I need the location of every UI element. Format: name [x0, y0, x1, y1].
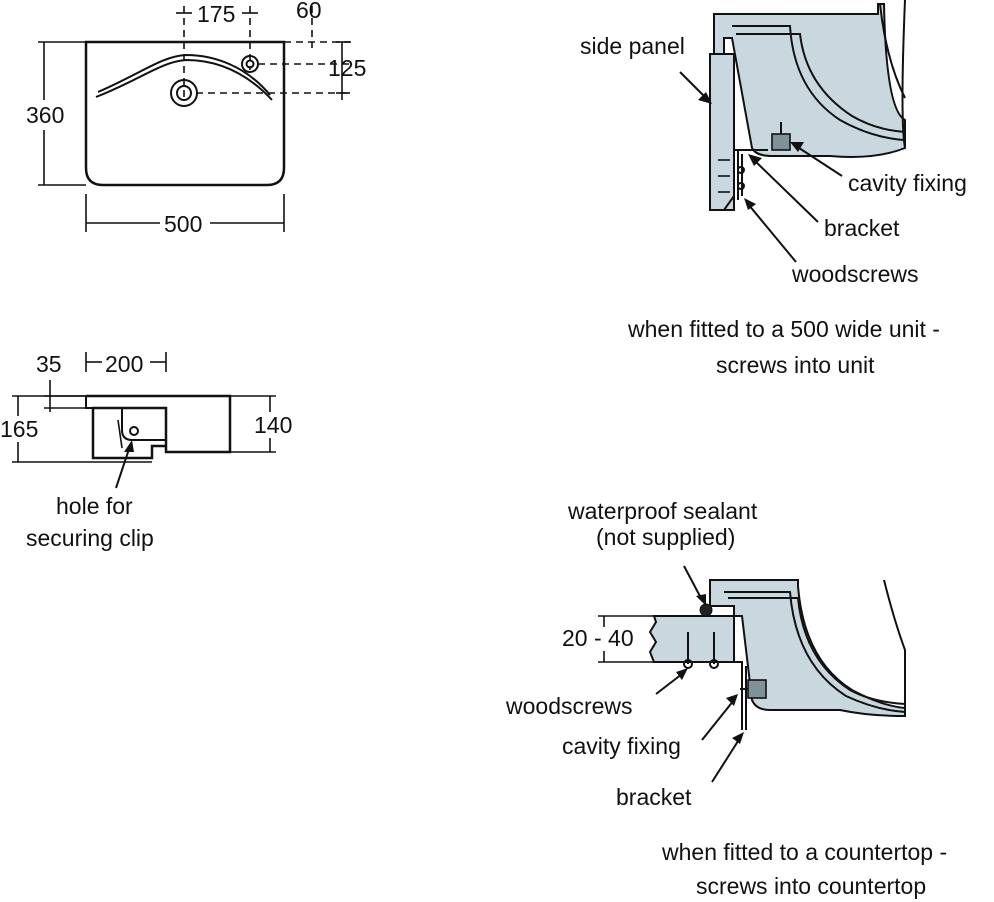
leader-woodscrews: [655, 673, 683, 695]
woodscrews-label: woodscrews: [791, 261, 919, 287]
sealant-label-line2: (not supplied): [596, 524, 735, 550]
dim-setback-label: 35: [36, 351, 62, 377]
side-panel: [709, 53, 735, 211]
leader-cavity-fixing: [701, 699, 735, 741]
sealant-label-line1: waterproof sealant: [567, 498, 758, 524]
countertop-block: [648, 615, 735, 663]
outer-curve-countertop: [883, 579, 906, 708]
arrowhead: [744, 198, 756, 210]
side-view: 35 200 165 140 hole for securing clip: [0, 351, 298, 551]
leader-side-panel: [679, 71, 707, 99]
bracket-countertop: [734, 661, 747, 730]
side-panel-label: side panel: [580, 33, 685, 59]
leader-cavity-fixing: [795, 145, 843, 177]
arrowhead: [726, 694, 738, 706]
hole-label-line2: securing clip: [26, 525, 154, 551]
leader-bracket: [753, 159, 819, 223]
dim-rim-height-label: 140: [254, 412, 292, 438]
cavity-fixing-countertop: [747, 679, 767, 699]
unit-caption-line1: when fitted to a 500 wide unit -: [627, 316, 940, 342]
leader-bracket: [711, 737, 741, 783]
arrowhead: [676, 668, 688, 680]
bowl-rim-curve: [95, 58, 273, 101]
woodscrews-label: woodscrews: [505, 693, 633, 719]
hole-label-line1: hole for: [56, 493, 133, 519]
countertop-caption-line2: screws into countertop: [696, 873, 926, 899]
basin-inner-countertop: [724, 591, 906, 714]
dim-label-bg: [252, 412, 298, 438]
bracket-label: bracket: [824, 215, 900, 241]
dim-label-bg: [560, 627, 640, 651]
cavity-fixing-label: cavity fixing: [562, 733, 681, 759]
basin-curve-unit: [879, 3, 906, 99]
leader-sealant: [683, 565, 703, 601]
dim-label-bg: [22, 100, 68, 130]
arrowhead: [124, 440, 134, 452]
tap-hole-inner: [176, 85, 192, 101]
side-panel-detail: [710, 195, 735, 211]
leader-hole: [115, 445, 131, 489]
plan-view: 175 60 125 360 500: [22, 0, 366, 238]
bowl-profile: [121, 408, 166, 441]
woodscrew: [737, 166, 745, 174]
dim-overflow-depth-label: 125: [328, 55, 366, 81]
bracket-label: bracket: [616, 784, 692, 810]
dim-tap-offset-label: 175: [197, 1, 235, 27]
cavity-fixing-unit: [771, 133, 791, 151]
woodscrew-head: [709, 659, 719, 669]
bowl-rim-curve-inner: [97, 53, 271, 96]
countertop-caption-line1: when fitted to a countertop -: [661, 839, 947, 865]
dim-overflow-offset-label: 60: [296, 0, 322, 23]
countertop-fitting-detail: 20 - 40 waterproof sealant (not supplied…: [505, 498, 947, 899]
arrowhead: [732, 732, 744, 744]
dim-bowl-width-label: 200: [105, 351, 143, 377]
dim-label-bg: [0, 416, 40, 442]
dim-thickness-label: 20 - 40: [562, 625, 634, 651]
arrowhead: [790, 142, 804, 152]
arrowhead: [696, 594, 706, 606]
basin-outline: [84, 40, 286, 187]
arrowhead: [748, 154, 762, 166]
outer-curve-unit: [901, 0, 906, 149]
basin-side-outline: [86, 394, 232, 460]
dim-total-height-label: 165: [0, 416, 38, 442]
bowl-detail: [117, 419, 123, 449]
basin-section-countertop: [709, 579, 906, 718]
cavity-fixing-label: cavity fixing: [848, 170, 967, 196]
securing-clip-hole: [129, 426, 139, 436]
unit-fitting-detail: side panel cavity fixing bracket woodscr…: [580, 0, 967, 378]
basin-inner-unit: [732, 25, 906, 142]
leader-woodscrews: [747, 203, 797, 263]
dim-label-bg: [160, 210, 210, 238]
dim-width-label: 500: [164, 211, 202, 237]
dim-depth-label: 360: [26, 102, 64, 128]
arrowhead: [698, 92, 712, 104]
woodscrew: [737, 182, 745, 190]
unit-caption-line2: screws into unit: [716, 352, 875, 378]
